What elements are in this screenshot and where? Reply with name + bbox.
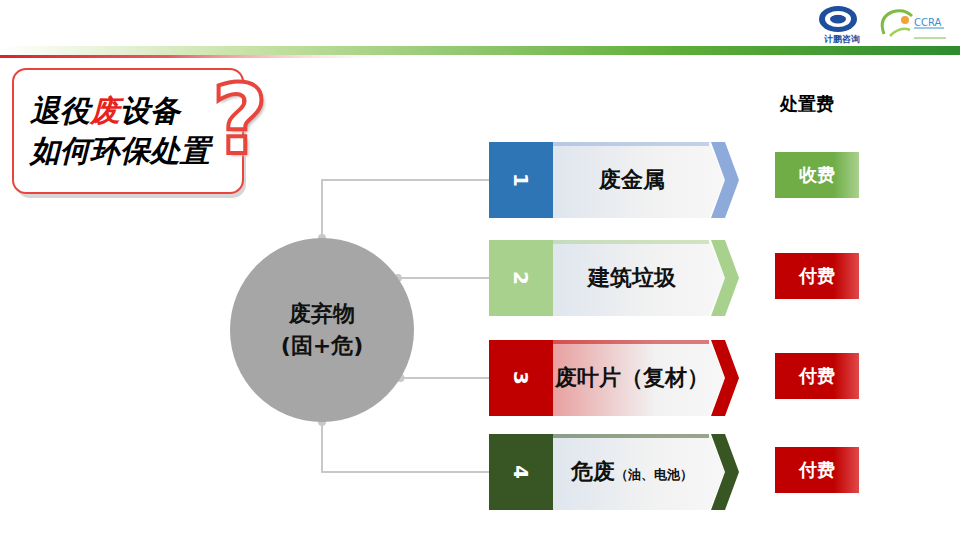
- chevron-panel: [553, 434, 725, 510]
- category-chevron: 建筑垃圾: [553, 240, 739, 316]
- jipeng-logo: [819, 6, 857, 32]
- circle-text: 废弃物: [289, 298, 355, 330]
- category-name: 建筑垃圾: [588, 263, 676, 293]
- connector: [396, 374, 489, 382]
- chevron-text-row: 废金属: [599, 165, 665, 195]
- title-text: 如何环保处置: [30, 131, 210, 171]
- fee-text: 付费: [799, 264, 835, 288]
- chevron-top-band: [553, 142, 709, 146]
- chevron-text-row: 废叶片（复材）: [555, 363, 709, 393]
- title-text: 退役: [30, 93, 90, 128]
- number-box: 4: [489, 434, 553, 510]
- title-line: 退役废设备: [30, 91, 180, 131]
- chevron-panel: [553, 340, 725, 416]
- row-number: 1: [509, 173, 533, 187]
- chevron-arrow: [711, 142, 739, 218]
- title-text: 设备: [120, 93, 180, 128]
- connector: [318, 180, 489, 242]
- row-number: 3: [509, 371, 533, 385]
- category-chevron: 危废（油、电池）: [553, 434, 739, 510]
- chevron-text-row: 建筑垃圾: [588, 263, 676, 293]
- logo-caption: 计鹏咨询: [824, 33, 860, 46]
- column-header: 处置费: [780, 92, 834, 116]
- question-mark: ?: [212, 72, 268, 168]
- row-number: 4: [509, 465, 533, 479]
- chevron-panel: [553, 240, 725, 316]
- chevron-arrow: [711, 240, 739, 316]
- connector: [318, 418, 489, 472]
- waste-circle: 废弃物(固+危): [230, 238, 414, 422]
- number-box: 2: [489, 240, 553, 316]
- chevron-top-band: [553, 240, 709, 244]
- circle-text: (固+危): [281, 330, 364, 362]
- fee-box: 收费: [775, 152, 859, 198]
- chevron-arrow: [711, 434, 739, 510]
- category-note: （油、电池）: [615, 466, 693, 484]
- category-name: 废叶片（复材）: [555, 363, 709, 393]
- header-red-line: [0, 55, 420, 58]
- title-highlight: 废: [90, 93, 120, 128]
- chevron-panel: [553, 142, 725, 218]
- number-box: 1: [489, 142, 553, 218]
- row-number: 2: [509, 271, 533, 285]
- connector-line: [398, 277, 489, 279]
- fee-text: 收费: [799, 163, 835, 187]
- connector-line: [322, 180, 489, 238]
- connector-line: [400, 377, 489, 379]
- chevron-top-band: [553, 340, 709, 344]
- header-band: [0, 46, 960, 55]
- category-name: 废金属: [599, 165, 665, 195]
- fee-text: 付费: [799, 458, 835, 482]
- chevron-text-row: 危废（油、电池）: [571, 457, 693, 487]
- chevron-top-band: [553, 434, 709, 438]
- category-name: 危废: [571, 457, 615, 487]
- category-chevron: 废金属: [553, 142, 739, 218]
- title-box: 退役废设备如何环保处置: [12, 68, 244, 194]
- logo-caption: CCRA: [914, 17, 941, 28]
- category-chevron: 废叶片（复材）: [553, 340, 739, 416]
- fee-text: 付费: [799, 364, 835, 388]
- connector: [394, 274, 489, 282]
- fee-box: 付费: [775, 447, 859, 493]
- fee-box: 付费: [775, 353, 859, 399]
- ccra-logo: [882, 11, 946, 38]
- connector-line: [322, 422, 489, 472]
- chevron-arrow: [711, 340, 739, 416]
- fee-box: 付费: [775, 253, 859, 299]
- number-box: 3: [489, 340, 553, 416]
